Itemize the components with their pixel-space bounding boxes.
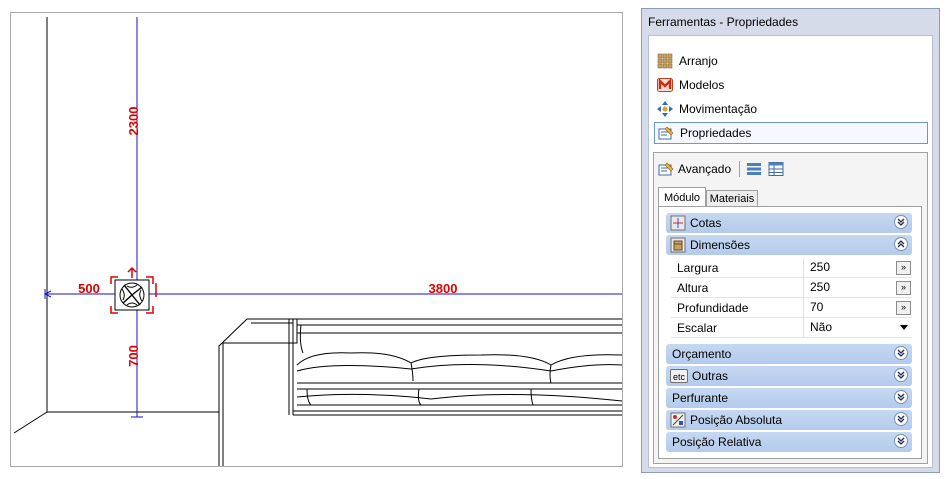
expand-largura-button[interactable]: » (896, 261, 911, 275)
properties-icon (658, 125, 674, 141)
section-outras[interactable]: etc Outras (666, 366, 912, 386)
panel-title: Ferramentas - Propriedades (648, 15, 799, 29)
expand-profundidade-button[interactable]: » (896, 301, 911, 315)
nav-item-arranjo[interactable]: Arranjo (654, 50, 928, 72)
prop-name-largura: Largura (677, 261, 719, 275)
section-dimensoes[interactable]: Dimensões (666, 235, 912, 255)
nav-item-propriedades[interactable]: Propriedades (654, 122, 928, 144)
room-outline (13, 17, 219, 434)
list-view-icon[interactable] (746, 161, 762, 177)
prop-name-altura: Altura (677, 281, 709, 295)
chevron-down-icon[interactable] (894, 346, 908, 360)
vertical-dimension-line (131, 17, 143, 418)
prop-name-profundidade: Profundidade (677, 301, 749, 315)
dimensions-icon (670, 237, 686, 253)
dim-right: 3800 (429, 281, 458, 296)
selected-module[interactable] (110, 266, 157, 314)
section-dimensoes-label: Dimensões (690, 238, 751, 252)
advanced-button[interactable]: Avançado (678, 162, 732, 176)
advanced-toolbar: Avançado (658, 159, 784, 179)
section-perfurante-label: Perfurante (672, 391, 729, 405)
tab-modulo[interactable]: Módulo (658, 187, 706, 207)
nav-item-modelos[interactable]: Modelos (654, 74, 928, 96)
section-cotas-label: Cotas (690, 216, 722, 230)
prop-row-altura: Altura 250 » (671, 278, 912, 298)
section-orcamento-label: Orçamento (672, 347, 732, 361)
section-outras-label: Outras (692, 369, 729, 383)
panel-body: Arranjo Modelos Movimentação Propriedade… (648, 35, 933, 468)
section-cotas[interactable]: Cotas (666, 213, 912, 233)
prop-separator (803, 318, 804, 338)
section-perfurante[interactable]: Perfurante (666, 388, 912, 408)
advanced-frame: Avançado Módulo Materiais Cotas (653, 152, 928, 464)
modulo-tab-content: Cotas Dimensões Largura 250 » Alt (658, 206, 922, 459)
etc-icon: etc (670, 369, 688, 383)
dim-vertical-top: 2300 (126, 107, 141, 136)
table-view-icon[interactable] (768, 161, 784, 177)
tab-materiais[interactable]: Materiais (706, 190, 758, 207)
chevron-down-icon[interactable] (894, 412, 908, 426)
dropdown-arrow-icon[interactable] (900, 325, 908, 330)
dim-vertical-bottom: 700 (126, 345, 141, 367)
escalar-select[interactable]: Não (810, 320, 833, 334)
chevron-up-icon[interactable] (894, 237, 908, 251)
section-posicao-absoluta[interactable]: Posição Absoluta (666, 410, 912, 430)
nav-label-propriedades: Propriedades (680, 126, 752, 140)
chevron-down-icon[interactable] (894, 434, 908, 448)
section-posicao-relativa[interactable]: Posição Relativa (666, 432, 912, 452)
prop-value-altura[interactable]: 250 (810, 280, 831, 294)
prop-separator (803, 278, 804, 298)
advanced-icon (658, 161, 674, 177)
expand-altura-button[interactable]: » (896, 281, 911, 295)
prop-name-escalar: Escalar (677, 321, 718, 335)
nav-item-movimentacao[interactable]: Movimentação (654, 98, 928, 120)
models-m-icon (657, 77, 673, 93)
prop-value-largura[interactable]: 250 (810, 260, 831, 274)
tools-properties-panel: Ferramentas - Propriedades Arranjo Model… (641, 8, 940, 473)
nav-label-movimentacao: Movimentação (679, 102, 758, 116)
move-arrows-icon (657, 101, 673, 117)
prop-value-profundidade[interactable]: 70 (810, 300, 824, 314)
toolbar-separator (739, 161, 741, 177)
nav-label-arranjo: Arranjo (679, 54, 718, 68)
chevron-down-icon[interactable] (894, 215, 908, 229)
prop-separator (803, 258, 804, 278)
prop-row-profundidade: Profundidade 70 » (671, 298, 912, 318)
section-posicao-absoluta-label: Posição Absoluta (690, 413, 783, 427)
cotas-icon (670, 215, 686, 231)
position-icon (670, 412, 686, 428)
chevron-down-icon[interactable] (894, 368, 908, 382)
section-orcamento[interactable]: Orçamento (666, 344, 912, 364)
nav-label-modelos: Modelos (679, 78, 725, 92)
dim-left: 500 (78, 281, 100, 296)
prop-row-escalar: Escalar Não (671, 318, 912, 338)
drawing-svg[interactable]: 2300 700 500 3800 (11, 13, 622, 466)
prop-row-largura: Largura 250 » (671, 258, 912, 278)
prop-separator (803, 298, 804, 318)
section-posicao-relativa-label: Posição Relativa (672, 435, 762, 449)
chevron-down-icon[interactable] (894, 390, 908, 404)
drawing-canvas[interactable]: 2300 700 500 3800 (10, 12, 623, 467)
sofa-drawing (218, 318, 622, 466)
grid-icon (657, 53, 673, 69)
